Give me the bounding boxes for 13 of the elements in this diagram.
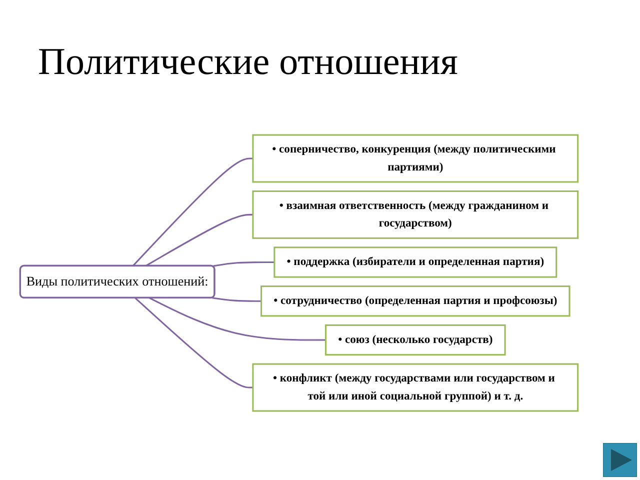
connector [149,297,326,341]
node-box: • конфликт (между государствами или государством и той или иной социальной группой) и т. д. [252,363,579,412]
connector [212,261,274,268]
connector [145,214,253,267]
connector [132,158,253,267]
connector [212,297,262,302]
node-box: • поддержка (избиратели и определенная партия) [274,246,558,278]
node-box: • союз (несколько государств) [325,324,506,356]
title: Политические отношения [38,40,458,84]
connector [134,297,253,388]
node-box: • сотрудничество (определенная партия и профсоюзы) [260,286,570,317]
node-box: • соперничество, конкуренция (между политическими партиями) [252,134,579,183]
node-box: • взаимная ответственность (между гражданином и государством) [252,190,579,239]
